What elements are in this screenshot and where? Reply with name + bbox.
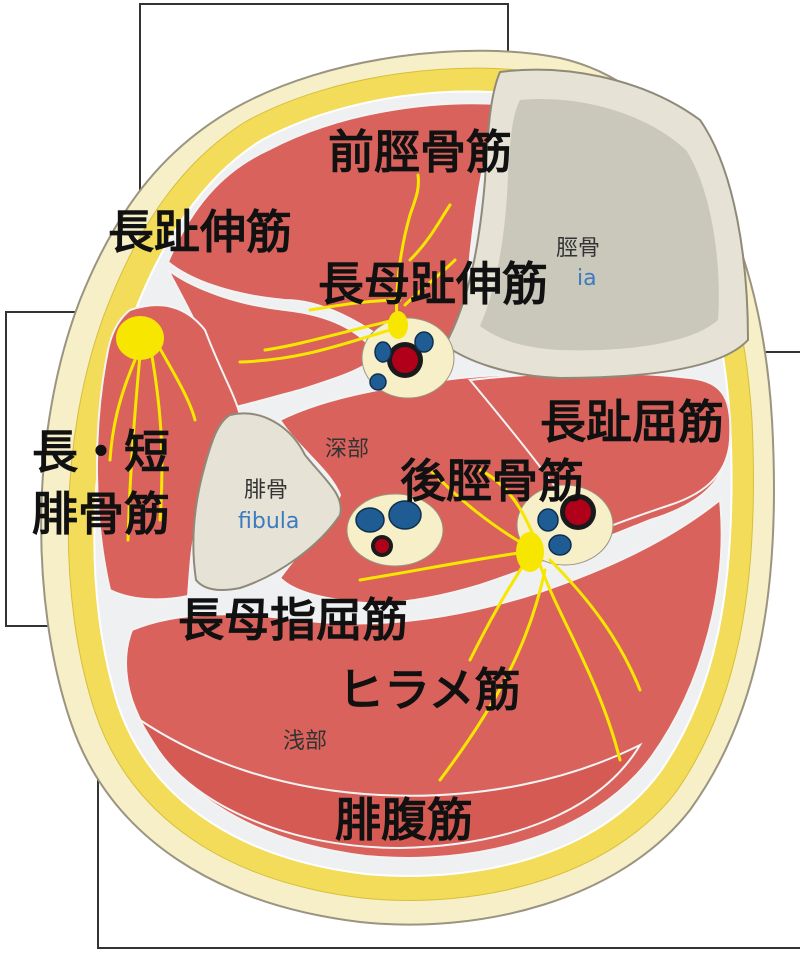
anterior-tibial-vein — [414, 331, 434, 353]
fibula-bone — [192, 412, 342, 591]
label-fibula-latin: fibula — [238, 509, 299, 534]
label-peroneus-line2: 腓骨筋 — [32, 487, 170, 541]
deep-peroneal-nerve — [238, 173, 457, 364]
tibial-nerve — [358, 468, 642, 782]
anterior-tibial-vein — [374, 341, 392, 363]
label-tibialis-posterior: 後脛骨筋 — [400, 454, 584, 508]
anterior-compartment-bracket — [139, 3, 509, 215]
label-peroneus-line1: 長・短 — [32, 425, 170, 479]
label-extensor-digitorum-longus: 長趾伸筋 — [108, 205, 292, 259]
label-fibula: 腓骨 — [244, 478, 288, 503]
tibial-nerve-trunk — [516, 532, 544, 572]
anterior-neurovascular-bundle — [361, 317, 455, 399]
gastrocnemius-muscle — [137, 717, 643, 850]
label-tibia-latin: ia — [577, 266, 597, 291]
label-flexor-digitorum-longus: 長趾屈筋 — [540, 395, 724, 449]
label-tibialis-anterior: 前脛骨筋 — [328, 125, 512, 179]
peroneus-muscle — [96, 304, 242, 601]
anterior-tibial-vein — [369, 373, 387, 391]
label-superficial-region: 浅部 — [283, 729, 327, 754]
tibia-bone — [443, 68, 750, 380]
label-extensor-hallucis-longus: 長母趾伸筋 — [318, 257, 548, 311]
soleus-muscle — [125, 498, 723, 859]
label-gastrocnemius: 腓腹筋 — [335, 793, 473, 847]
label-flexor-hallucis-longus: 長母指屈筋 — [178, 593, 408, 647]
label-tibia: 脛骨 — [556, 236, 600, 261]
label-deep-region: 深部 — [325, 437, 369, 462]
superficial-peroneal-nerve-trunk — [116, 316, 164, 360]
peroneal-vessels — [346, 493, 444, 567]
deep-peroneal-nerve-trunk — [388, 311, 408, 339]
label-soleus: ヒラメ筋 — [338, 663, 521, 717]
superficial-peroneal-nerve — [108, 338, 197, 542]
